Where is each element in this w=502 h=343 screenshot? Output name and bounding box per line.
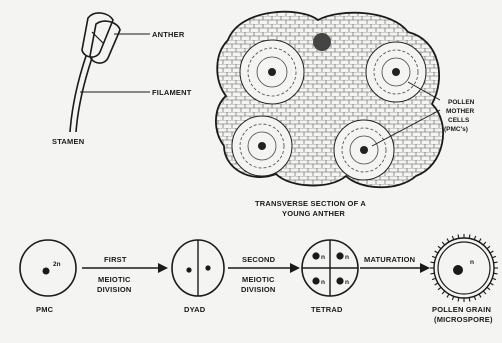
- pmc-label-line2: MOTHER: [446, 108, 474, 115]
- pollen-spine: [474, 296, 475, 300]
- pollen-label-line2: (MICROSPORE): [434, 315, 493, 324]
- pollen-spine: [438, 287, 441, 290]
- arrow3-top: MATURATION: [364, 255, 415, 264]
- tetrad-ploidy-bl: n: [321, 279, 325, 286]
- pollen-spine: [490, 283, 493, 285]
- pollen-spine: [432, 278, 436, 279]
- arrow1-bottom-2: DIVISION: [97, 285, 132, 294]
- microsporangium-top-left: [240, 40, 304, 104]
- stamen-label: STAMEN: [52, 137, 84, 146]
- microsporangium-top-right: [366, 42, 426, 102]
- anther-section: [216, 12, 443, 188]
- microsporangium-bottom-right: [334, 120, 394, 180]
- pollen-spine: [469, 298, 470, 302]
- arrow1-bottom-1: MEIOTIC: [98, 275, 131, 284]
- pollen-spine: [479, 294, 481, 297]
- tetrad-ploidy-tl: n: [321, 254, 325, 261]
- pmc-label-line1: POLLEN: [448, 99, 475, 106]
- pollen-spine: [479, 239, 481, 242]
- pollen-spine: [442, 242, 445, 245]
- stamen-drawing: [70, 13, 150, 132]
- anther-label: ANTHER: [152, 30, 185, 39]
- pollen-spine: [452, 296, 453, 300]
- pmc-label: PMC: [36, 305, 54, 314]
- pollen-ploidy: n: [470, 259, 474, 266]
- pmc-label-line3: CELLS: [448, 117, 470, 124]
- pollen-spine: [458, 298, 459, 302]
- pollen-spine: [432, 256, 436, 257]
- section-caption-line2: YOUNG ANTHER: [282, 209, 345, 218]
- filament-line-b: [76, 58, 92, 132]
- pollen-spine: [474, 236, 475, 240]
- tetrad-label: TETRAD: [311, 305, 343, 314]
- filament-line-a: [70, 56, 86, 132]
- pollen-spine: [469, 235, 470, 239]
- pollen-spine: [438, 246, 441, 249]
- pollen-label-line1: POLLEN GRAIN: [432, 305, 491, 314]
- pollen-spine: [483, 291, 486, 294]
- pollen-spine: [435, 283, 438, 285]
- pmc-label-line4: (PMC's): [444, 126, 468, 133]
- pmc-cell: [20, 240, 76, 296]
- pollen-spine: [492, 278, 496, 279]
- vascular-bundle: [313, 33, 331, 51]
- pollen-spine: [483, 242, 486, 245]
- tetrad-cell: [302, 240, 358, 296]
- arrow2-bottom-1: MEIOTIC: [242, 275, 275, 284]
- pollen-spine: [458, 235, 459, 239]
- dyad-label: DYAD: [184, 305, 206, 314]
- pollen-spine: [447, 239, 449, 242]
- pollen-spine: [487, 246, 490, 249]
- pollen-spine: [442, 291, 445, 294]
- pollen-spine: [435, 251, 438, 253]
- pollen-spine: [487, 287, 490, 290]
- pollen-grain: [430, 234, 498, 302]
- tetrad-ploidy-br: n: [345, 279, 349, 286]
- dyad-cell: [172, 240, 224, 296]
- arrow-first-division: [82, 263, 168, 273]
- arrow1-top: FIRST: [104, 255, 127, 264]
- pollen-spine: [494, 273, 498, 274]
- tetrad-ploidy-tr: n: [345, 254, 349, 261]
- arrow2-top: SECOND: [242, 255, 276, 264]
- filament-label: FILAMENT: [152, 88, 192, 97]
- pollen-spine: [452, 236, 453, 240]
- arrow-maturation: [360, 263, 430, 273]
- pollen-spine: [431, 262, 435, 263]
- arrow-second-division: [228, 263, 300, 273]
- anther-lobe-back: [82, 13, 113, 57]
- section-caption-line1: TRANSVERSE SECTION OF A: [255, 199, 366, 208]
- pollen-spine: [447, 294, 449, 297]
- pollen-spine: [492, 256, 496, 257]
- pmc-ploidy: 2n: [53, 261, 61, 268]
- microsporangium-bottom-left: [232, 116, 292, 176]
- pollen-spine: [494, 262, 498, 263]
- pollen-spine: [490, 251, 493, 253]
- pollen-spine: [431, 273, 435, 274]
- arrow2-bottom-2: DIVISION: [241, 285, 276, 294]
